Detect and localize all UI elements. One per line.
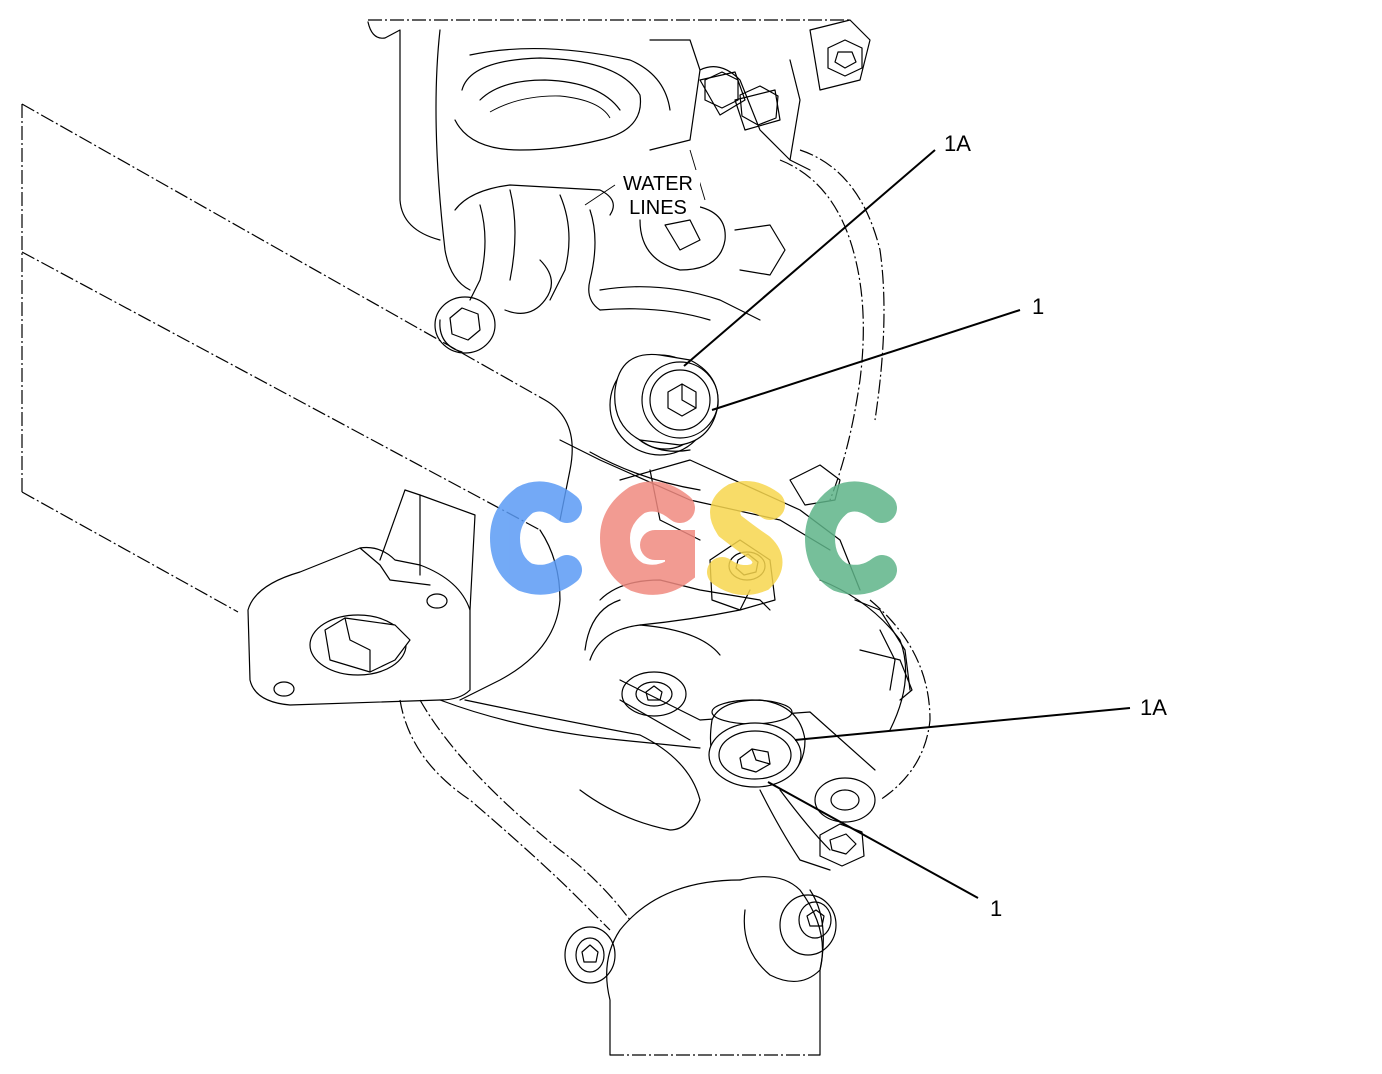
callout-bottom-1: 1 <box>990 896 1002 921</box>
callout-top-1: 1 <box>1032 294 1044 319</box>
hex-bolts <box>434 39 876 984</box>
leader-top-1a <box>683 149 936 367</box>
bolt-lower-left <box>621 671 687 717</box>
upper-housing <box>367 19 885 501</box>
watermark-letter-c1 <box>489 481 582 595</box>
socket-bolt-upper <box>609 353 719 456</box>
callout-bottom-1a: 1A <box>1140 695 1167 720</box>
bolt-bottom-right <box>779 894 837 956</box>
leader-water-lines-a <box>584 184 616 206</box>
bolt-lower-right <box>814 777 876 867</box>
leader-bottom-1 <box>767 781 979 899</box>
watermark-letter-g <box>599 481 695 595</box>
bolt-top-right <box>827 39 863 77</box>
water-line-pipes <box>454 184 786 321</box>
watermark-letter-s <box>707 481 785 596</box>
cgsc-watermark-logo <box>489 481 897 596</box>
socket-bolt-lower <box>619 679 876 788</box>
bolt-upper-left <box>434 296 496 354</box>
water-lines-label-line1: WATER <box>623 173 693 195</box>
leader-lines <box>584 149 1131 899</box>
leader-top-1 <box>711 309 1021 411</box>
mounting-flange <box>247 489 476 706</box>
callout-top-1a: 1A <box>944 131 971 156</box>
lower-housing <box>399 699 831 1056</box>
water-lines-label-line2: LINES <box>629 197 687 219</box>
bracket-arm <box>21 103 573 701</box>
bolt-top-center <box>704 71 779 126</box>
watermark-letter-c2 <box>804 481 897 595</box>
bolt-bottom-left <box>564 926 616 984</box>
leader-bottom-1a <box>794 707 1131 741</box>
